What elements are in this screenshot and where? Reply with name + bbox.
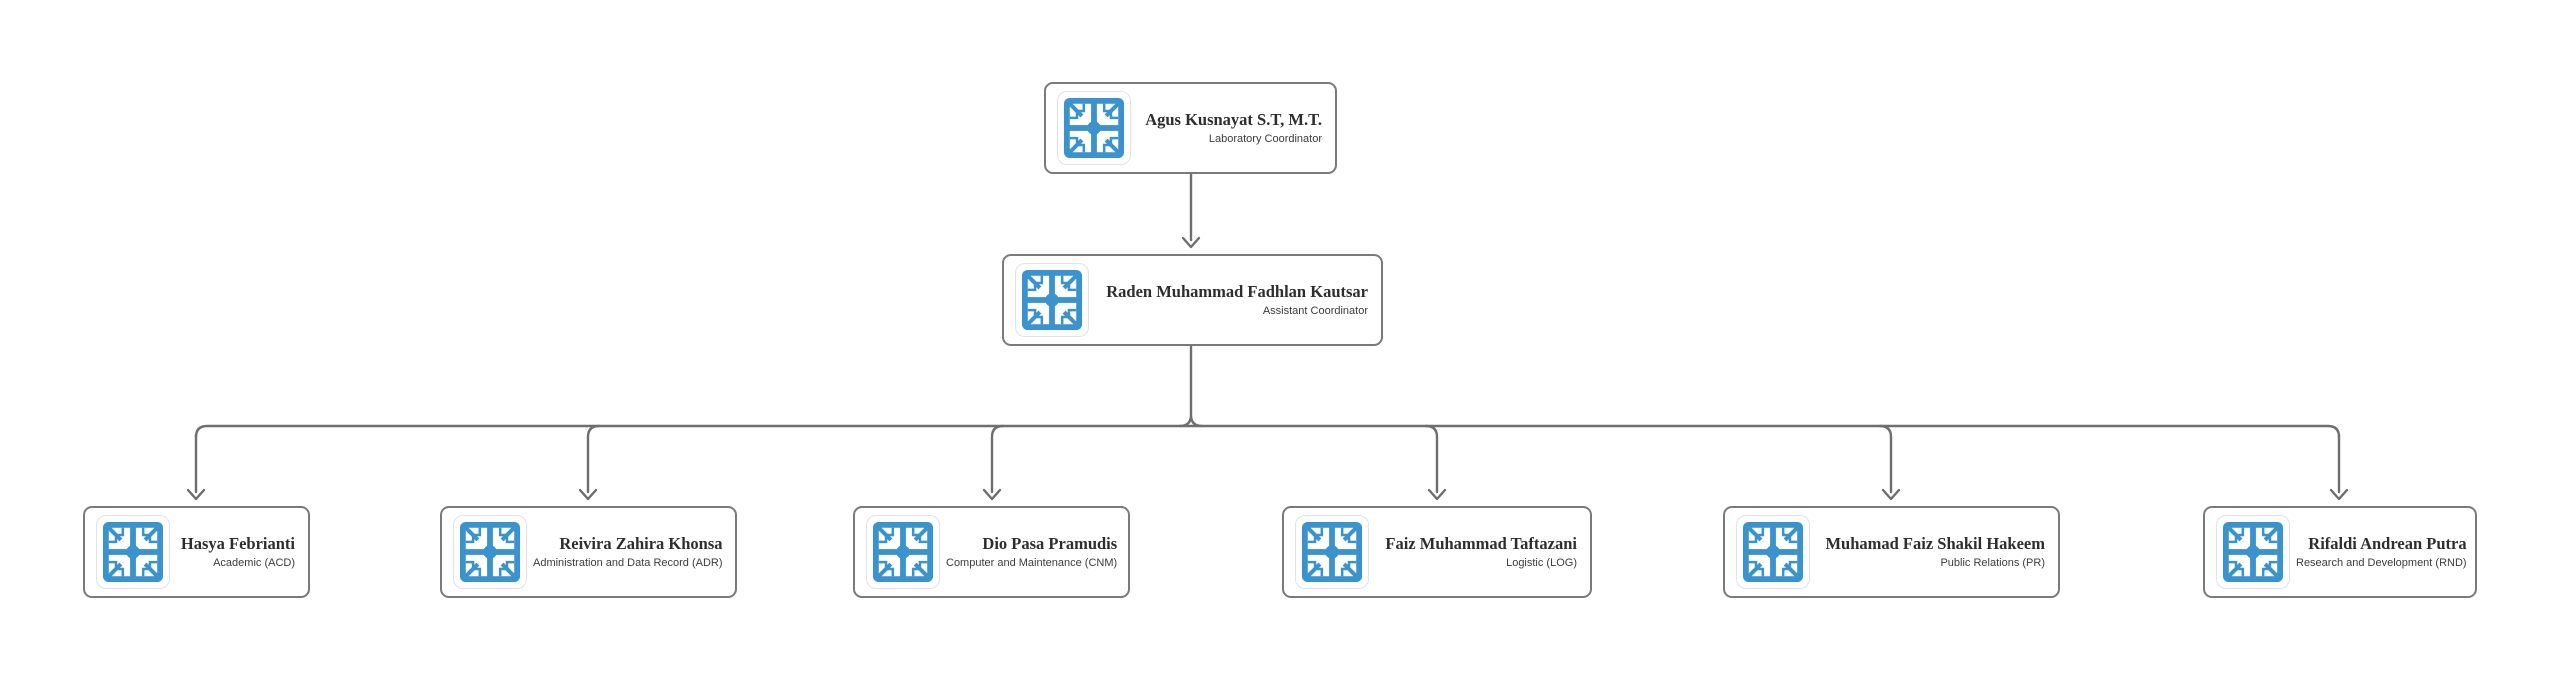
connector-drop-3 — [990, 424, 1005, 494]
connector-drop-5 — [1878, 424, 1893, 494]
lab-logo-icon — [453, 515, 527, 589]
org-node-computer-maintenance[interactable]: Dio Pasa Pramudis Computer and Maintenan… — [853, 506, 1130, 598]
lab-logo-icon — [1057, 91, 1131, 165]
arrowhead-child-6 — [2329, 488, 2349, 501]
connector-drop-4 — [1424, 424, 1439, 494]
connector-drop-2 — [586, 424, 601, 494]
person-name: Rifaldi Andrean Putra — [2308, 534, 2467, 554]
org-node-assistant-coordinator[interactable]: Raden Muhammad Fadhlan Kautsar Assistant… — [1002, 254, 1383, 346]
arrowhead-child-5 — [1881, 488, 1901, 501]
lab-logo-icon — [2216, 515, 2290, 589]
person-name: Faiz Muhammad Taftazani — [1385, 534, 1577, 554]
org-node-administration-data-record[interactable]: Reivira Zahira Khonsa Administration and… — [440, 506, 737, 598]
person-role: Logistic (LOG) — [1506, 556, 1577, 569]
person-role: Assistant Coordinator — [1262, 304, 1368, 317]
person-role: Administration and Data Record (ADR) — [533, 556, 723, 569]
org-node-public-relations[interactable]: Muhamad Faiz Shakil Hakeem Public Relati… — [1723, 506, 2060, 598]
person-name: Dio Pasa Pramudis — [982, 534, 1118, 554]
lab-logo-icon — [866, 515, 940, 589]
lab-logo-icon — [1295, 515, 1369, 589]
person-name: Reivira Zahira Khonsa — [559, 534, 723, 554]
connector-trunk — [1178, 344, 1204, 428]
org-node-logistic[interactable]: Faiz Muhammad Taftazani Logistic (LOG) — [1282, 506, 1592, 598]
arrowhead-child-1 — [186, 488, 206, 501]
person-role: Laboratory Coordinator — [1208, 132, 1322, 145]
lab-logo-icon — [96, 515, 170, 589]
arrowhead-child-3 — [982, 488, 1002, 501]
person-role: Academic (ACD) — [213, 556, 295, 569]
person-name: Raden Muhammad Fadhlan Kautsar — [1106, 282, 1368, 302]
lab-logo-icon — [1736, 515, 1810, 589]
arrowhead-child-4 — [1427, 488, 1447, 501]
person-name: Hasya Febrianti — [180, 534, 295, 554]
arrowhead-assistant — [1181, 236, 1201, 249]
lab-logo-icon — [1015, 263, 1089, 337]
org-node-laboratory-coordinator[interactable]: Agus Kusnayat S.T, M.T. Laboratory Coord… — [1044, 82, 1337, 174]
connector-horizontal-bar — [194, 424, 2341, 439]
person-role: Research and Development (RND) — [2296, 556, 2467, 569]
org-node-research-development[interactable]: Rifaldi Andrean Putra Research and Devel… — [2203, 506, 2477, 598]
person-name: Muhamad Faiz Shakil Hakeem — [1825, 534, 2045, 554]
person-role: Public Relations (PR) — [1940, 556, 2045, 569]
person-role: Computer and Maintenance (CNM) — [946, 556, 1118, 569]
person-name: Agus Kusnayat S.T, M.T. — [1145, 110, 1322, 130]
arrowhead-child-2 — [578, 488, 598, 501]
org-node-academic[interactable]: Hasya Febrianti Academic (ACD) — [83, 506, 310, 598]
